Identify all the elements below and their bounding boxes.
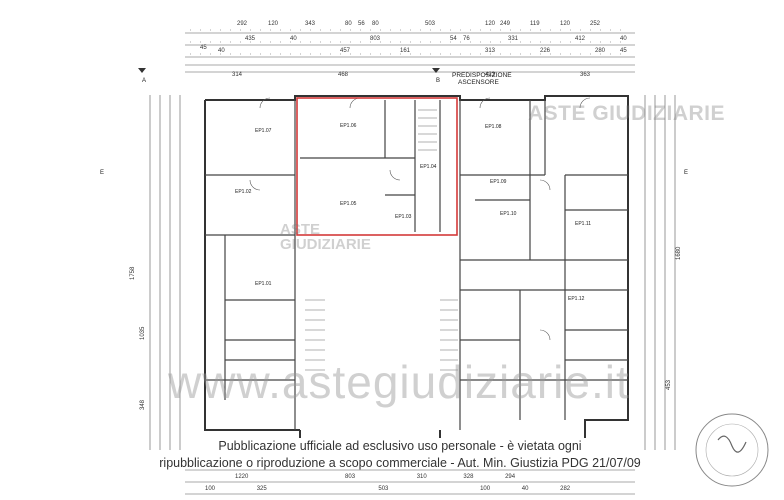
svg-text:435: 435 xyxy=(245,36,256,42)
footer-dim: 294 xyxy=(505,474,516,480)
svg-text:423: 423 xyxy=(485,72,496,78)
brand-watermark-center: ASTE GIUDIZIARIE xyxy=(280,221,371,253)
svg-text:EP1.04: EP1.04 xyxy=(420,164,437,170)
footer-dim: 503 xyxy=(378,486,389,492)
interior-walls xyxy=(205,100,628,430)
svg-text:249: 249 xyxy=(500,21,511,27)
svg-text:468: 468 xyxy=(338,72,349,78)
svg-text:EP1.01: EP1.01 xyxy=(255,281,272,287)
svg-text:252: 252 xyxy=(590,21,601,27)
svg-text:EP1.08: EP1.08 xyxy=(485,124,502,130)
footer-dims-row2: 100 325 503 100 40 282 xyxy=(205,486,625,492)
svg-text:503: 503 xyxy=(425,21,436,27)
svg-text:EP1.03: EP1.03 xyxy=(395,214,412,220)
svg-text:45: 45 xyxy=(200,45,207,51)
svg-text:314: 314 xyxy=(232,72,243,78)
svg-text:EP1.07: EP1.07 xyxy=(255,128,272,134)
svg-text:EP1.02: EP1.02 xyxy=(235,189,252,195)
svg-text:1680: 1680 xyxy=(676,246,682,260)
svg-text:76: 76 xyxy=(463,36,470,42)
svg-text:313: 313 xyxy=(485,48,496,54)
svg-text:40: 40 xyxy=(290,36,297,42)
footer-dimension-lines xyxy=(185,469,635,495)
svg-text:226: 226 xyxy=(540,48,551,54)
svg-text:EP1.09: EP1.09 xyxy=(490,179,507,185)
svg-text:803: 803 xyxy=(370,36,381,42)
brand-watermark-top-right: ASTE GIUDIZIARIE xyxy=(528,102,726,125)
highlighted-unit-outline xyxy=(296,97,458,236)
svg-text:A: A xyxy=(142,78,146,84)
svg-text:120: 120 xyxy=(485,21,496,27)
svg-text:EP1.11: EP1.11 xyxy=(575,221,591,227)
elevator-label-line1: PREDISPOSIZIONE xyxy=(452,72,512,79)
svg-text:348: 348 xyxy=(140,399,146,410)
svg-text:363: 363 xyxy=(580,72,591,78)
svg-text:40: 40 xyxy=(620,36,627,42)
left-side-dimension-labels: 1758 1035 348 1680 453 xyxy=(130,246,682,410)
svg-text:EP1.10: EP1.10 xyxy=(500,211,517,217)
svg-text:56: 56 xyxy=(358,21,365,27)
svg-text:457: 457 xyxy=(340,48,351,54)
footer-dim: 328 xyxy=(463,474,474,480)
dimension-numerals: 292 120 343 80 56 80 503 120 249 119 120… xyxy=(200,21,627,78)
svg-text:120: 120 xyxy=(560,21,571,27)
svg-text:343: 343 xyxy=(305,21,316,27)
elevator-label-line2: ASCENSORE xyxy=(458,79,499,86)
svg-text:412: 412 xyxy=(575,36,586,42)
svg-text:161: 161 xyxy=(400,48,411,54)
svg-text:E: E xyxy=(684,170,688,176)
room-labels: EP1.07 EP1.06 EP1.05 EP1.04 EP1.03 EP1.0… xyxy=(235,123,591,302)
footer-dim: 100 xyxy=(480,486,491,492)
svg-text:45: 45 xyxy=(620,48,627,54)
svg-text:280: 280 xyxy=(595,48,606,54)
footer-dim: 40 xyxy=(521,486,529,492)
footer-dim: 310 xyxy=(416,474,427,480)
section-marks: A B E E xyxy=(100,78,688,176)
footer-dims-row1: 1220 803 310 328 294 xyxy=(235,474,635,480)
svg-text:54: 54 xyxy=(450,36,457,42)
svg-text:119: 119 xyxy=(530,21,540,27)
left-dimension-lines xyxy=(149,95,181,450)
footer-dim: 282 xyxy=(560,486,571,492)
svg-text:40: 40 xyxy=(218,48,225,54)
stairs xyxy=(305,109,458,371)
svg-text:1758: 1758 xyxy=(130,266,136,280)
top-dimension-lines xyxy=(185,29,635,73)
footer-dim: 1220 xyxy=(235,474,249,480)
architect-stamp xyxy=(695,413,769,487)
door-swings xyxy=(249,97,591,341)
footer-dim: 325 xyxy=(256,486,267,492)
svg-text:EP1.06: EP1.06 xyxy=(340,123,357,129)
svg-text:292: 292 xyxy=(237,21,248,27)
footer-dim: 100 xyxy=(205,486,216,492)
svg-text:EP1.05: EP1.05 xyxy=(340,201,357,207)
right-dimension-lines xyxy=(644,95,676,450)
svg-text:E: E xyxy=(100,170,104,176)
elevator-provision-label: PREDISPOSIZIONE ASCENSORE xyxy=(452,72,512,86)
svg-text:80: 80 xyxy=(372,21,379,27)
svg-text:B: B xyxy=(436,78,440,84)
url-watermark: www.astegiudiziarie.it xyxy=(168,356,630,408)
svg-text:1035: 1035 xyxy=(140,326,146,340)
svg-text:80: 80 xyxy=(345,21,352,27)
svg-text:453: 453 xyxy=(666,379,672,390)
svg-text:EP1.12: EP1.12 xyxy=(568,296,585,302)
publication-notice-line1: Pubblicazione ufficiale ad esclusivo uso… xyxy=(218,439,582,453)
footer-dim: 803 xyxy=(345,474,356,480)
svg-text:120: 120 xyxy=(268,21,279,27)
publication-notice-line2: ripubblicazione o riproduzione a scopo c… xyxy=(159,456,641,470)
svg-text:331: 331 xyxy=(508,36,519,42)
